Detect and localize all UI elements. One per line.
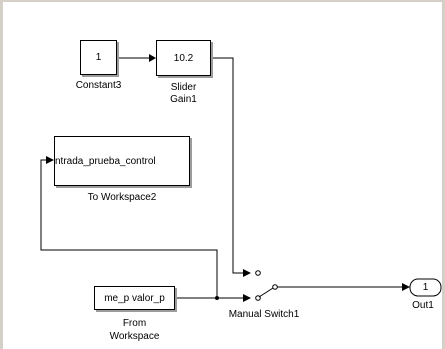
constant-block[interactable]: 1 (80, 40, 117, 75)
from-workspace-label-line2: Workspace (109, 331, 160, 342)
arrowhead-out-input (402, 283, 410, 291)
manual-switch-label: Manual Switch1 (228, 309, 300, 320)
to-workspace-variable: ntrada_prueba_control (55, 155, 156, 167)
outport-label: Out1 (412, 300, 434, 311)
window-border-top (0, 0, 445, 2)
arrowhead-gain-input (149, 54, 156, 62)
to-workspace-block[interactable]: ntrada_prueba_control (54, 136, 190, 186)
signal-line-gain-to-switch (211, 57, 250, 274)
arrowhead-to-workspace-input (46, 156, 54, 164)
constant-block-label: Constant3 (75, 80, 122, 91)
outport-number: 1 (422, 282, 429, 293)
from-workspace-label-line1: From (122, 318, 147, 329)
signal-line-branch-to-workspace (40, 159, 218, 298)
slider-gain-block[interactable]: 10.2 (156, 40, 211, 76)
slider-gain-label-line2: Gain1 (170, 94, 197, 105)
window-border-right (442, 0, 445, 349)
from-workspace-block[interactable]: me_p valor_p (94, 286, 175, 310)
outport-shape (409, 278, 442, 297)
slider-gain-label-line1: Slider (170, 82, 197, 93)
outport-block[interactable]: 1 (410, 279, 441, 296)
branch-point (215, 296, 219, 300)
to-workspace-label: To Workspace2 (87, 192, 157, 203)
manual-switch-block[interactable] (251, 266, 277, 304)
constant-value: 1 (95, 52, 102, 63)
from-workspace-variable: me_p valor_p (104, 292, 165, 304)
arrowhead-switch-upper-input (243, 269, 251, 277)
window-border-left (0, 0, 3, 349)
slider-gain-value: 10.2 (173, 52, 194, 64)
arrowhead-switch-lower-input (243, 294, 251, 302)
manual-switch-symbol (255, 270, 278, 301)
